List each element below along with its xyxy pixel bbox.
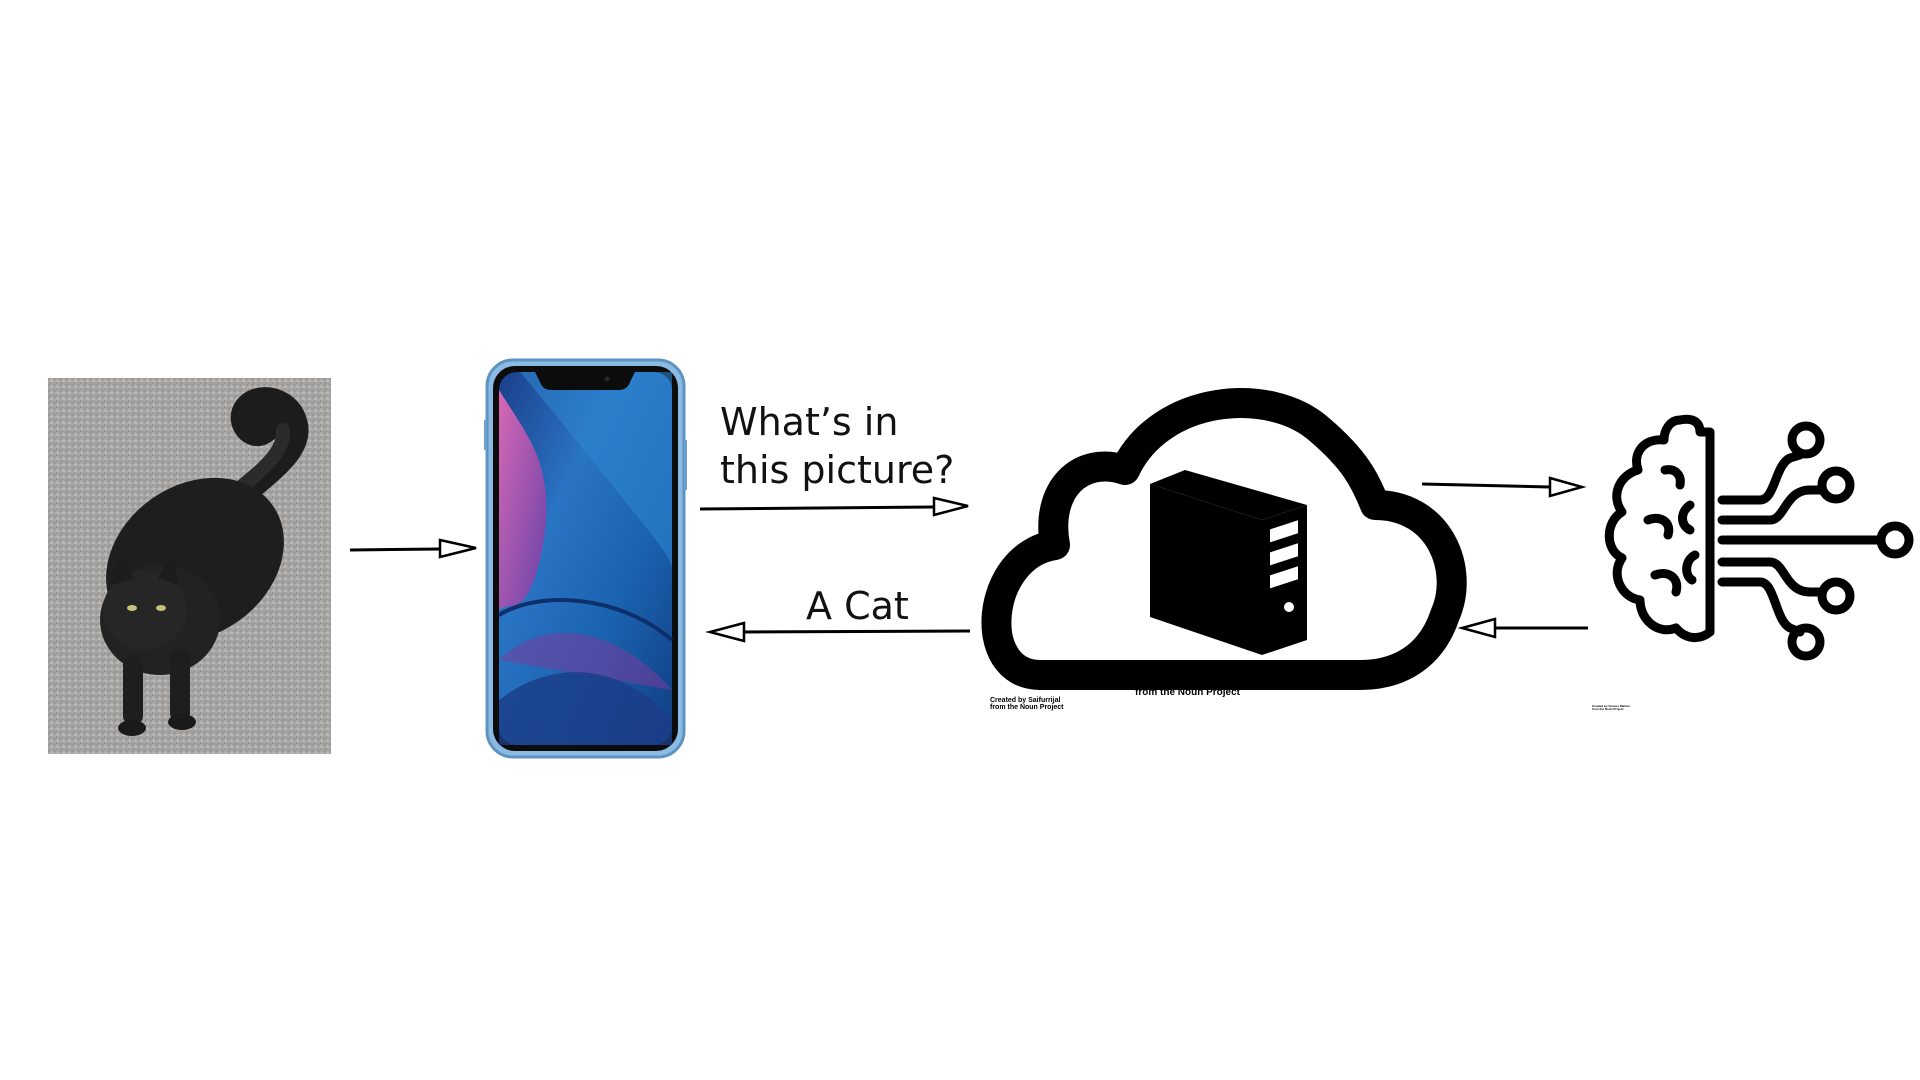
brain-circuit-icon	[1604, 414, 1914, 661]
question-line-1: What’s in	[720, 400, 899, 444]
credit-cloud-right-line1: Created by Yazmin Alanis	[1135, 676, 1257, 687]
cat-photo	[48, 378, 331, 754]
answer-label: A Cat	[806, 584, 909, 628]
credit-brain-line1: Created by Vectors Market	[1592, 704, 1630, 708]
arrow-cloud-to-phone	[705, 621, 971, 643]
credit-brain: Created by Vectors Market from the Noun …	[1592, 704, 1630, 712]
arrow-brain-to-cloud	[1457, 617, 1588, 639]
credit-cloud-left-line2: from the Noun Project	[990, 704, 1064, 712]
credit-brain-line2: from the Noun Project	[1592, 707, 1624, 712]
smartphone-icon	[484, 358, 687, 759]
arrow-photo-to-phone	[349, 538, 477, 559]
arrow-cloud-to-brain	[1421, 476, 1587, 498]
question-label: What’s in this picture?	[720, 398, 954, 494]
question-line-2: this picture?	[720, 448, 955, 492]
credit-cloud-right-line2: from the Noun Project	[1135, 686, 1241, 698]
credit-cloud-left: Created by Saifurrijal from the Noun Pro…	[990, 697, 1064, 712]
arrow-phone-to-cloud	[699, 496, 969, 517]
credit-cloud-left-line1: Created by Saifurrijal	[990, 697, 1061, 704]
cloud-server-icon	[981, 388, 1467, 690]
credit-cloud-right: Created by Yazmin Alanis from the Noun P…	[1135, 676, 1257, 698]
